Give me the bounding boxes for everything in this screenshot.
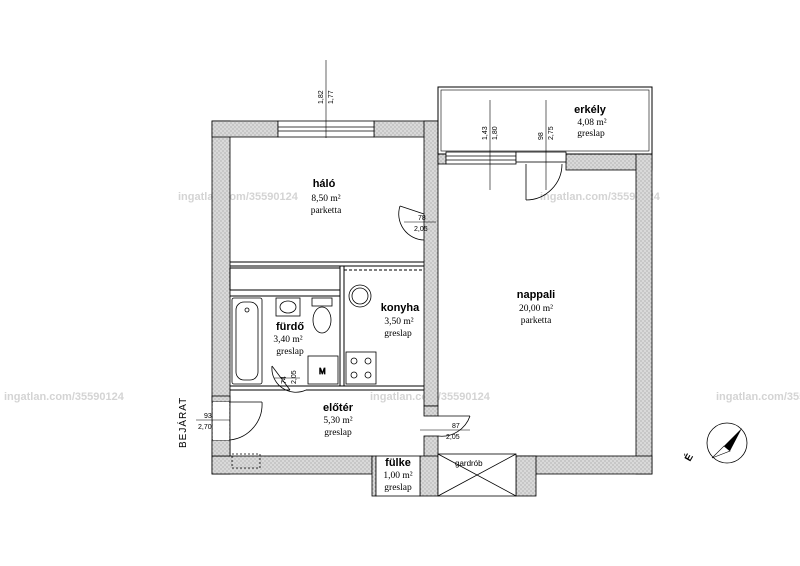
room-furdo-area: 3,40 m²: [273, 335, 302, 345]
partitions: [229, 261, 424, 391]
dim-halo-window-h: 1,77: [328, 90, 335, 104]
dim-nappali-door-w: 87: [452, 423, 460, 430]
fulke-box: [375, 455, 421, 497]
room-nappali-name: nappali: [517, 289, 556, 301]
dim-halo-door-h: 2,05: [414, 226, 428, 233]
toilet-bowl: [312, 306, 332, 334]
dim-furdo-door-h: 2,05: [291, 370, 298, 384]
entrance-label: BEJÁRAT: [176, 397, 189, 448]
doors: [229, 163, 563, 441]
room-nappali-area: 20,00 m²: [519, 304, 553, 314]
door-halo-leaf: [399, 205, 425, 215]
walls: [211, 120, 653, 497]
dim-nappali-door-h: 2,05: [446, 434, 460, 441]
entrance-gap: [213, 402, 229, 440]
dim-halo-window-w: 1,82: [318, 90, 325, 104]
gardrob-label: gardrób: [455, 459, 483, 468]
room-halo-floor: parketta: [311, 206, 342, 216]
room-fulke-area: 1,00 m²: [383, 471, 412, 481]
watermark-1: ingatlan.com/35590124: [178, 191, 299, 203]
wall-gardrob-right: [515, 455, 537, 497]
dim-entrance-door-w: 93: [204, 413, 212, 420]
fixtures: M: [231, 284, 377, 469]
room-fulke-name: fülke: [385, 457, 411, 469]
room-konyha-floor: greslap: [384, 329, 412, 339]
room-furdo-floor: greslap: [276, 347, 304, 357]
wall-middle-door-jamb: [423, 405, 439, 417]
dimension-lines: [196, 60, 547, 431]
watermark-5: ingatlan.com/35590124: [716, 391, 800, 403]
wall-fulke-left: [371, 455, 377, 497]
balcony: [437, 86, 653, 155]
compass-arrow-icon: [724, 428, 742, 451]
dim-balcony-door-w: 98: [538, 132, 545, 140]
washing-machine: [307, 355, 339, 385]
room-konyha-area: 3,50 m²: [384, 317, 413, 327]
balcony-door-frame: [515, 151, 567, 163]
room-nappali-floor: parketta: [521, 316, 552, 326]
watermarks: ingatlan.com/35590124 ingatlan.com/35590…: [4, 191, 800, 403]
wall-fulke-right: [419, 455, 439, 497]
room-halo-name: háló: [313, 178, 336, 190]
wall-entrance-bottom: [211, 439, 231, 457]
room-erkely-name: erkély: [574, 104, 607, 116]
watermark-2: ingatlan.com/35590124: [540, 191, 661, 203]
room-fulke-floor: greslap: [384, 483, 412, 493]
room-halo-area: 8,50 m²: [311, 194, 340, 204]
room-konyha-name: konyha: [381, 302, 420, 314]
dim-furdo-door-w: 74: [281, 376, 288, 384]
dim-entrance-door-h: 2,70: [198, 424, 212, 431]
dim-nappali-window-w: 1,43: [482, 126, 489, 140]
watermark-3: ingatlan.com/35590124: [4, 391, 125, 403]
dim-halo-door-w: 78: [418, 215, 426, 222]
entrance-mat: [231, 453, 261, 469]
room-eloter-floor: greslap: [324, 428, 352, 438]
wall-bottom-right: [515, 455, 653, 475]
room-eloter-area: 5,30 m²: [323, 416, 352, 426]
room-eloter-name: előtér: [323, 402, 354, 414]
dim-nappali-window-h: 1,80: [492, 126, 499, 140]
dim-balcony-door-h: 2,75: [548, 126, 555, 140]
stove: [345, 351, 377, 385]
window-nappali: [445, 151, 517, 165]
wall-entrance-top: [211, 395, 231, 403]
washer-label: M: [319, 367, 326, 376]
toilet-tank: [311, 297, 333, 307]
north-label: É: [681, 451, 696, 464]
north-compass: É: [681, 422, 748, 464]
room-erkely-area: 4,08 m²: [577, 118, 606, 128]
wall-bottom-left: [211, 455, 373, 475]
wall-middle-upper: [423, 120, 439, 407]
room-erkely-floor: greslap: [577, 129, 605, 139]
wall-right: [635, 151, 653, 475]
dimension-labels: 1,82 1,77 1,43 1,80 98 2,75 78 2,05 74 2…: [198, 90, 555, 441]
room-furdo-name: fürdő: [276, 321, 304, 333]
storage: [375, 453, 517, 497]
room-labels: háló 8,50 m² parketta erkély 4,08 m² gre…: [273, 104, 606, 493]
wall-top-left: [211, 120, 279, 138]
